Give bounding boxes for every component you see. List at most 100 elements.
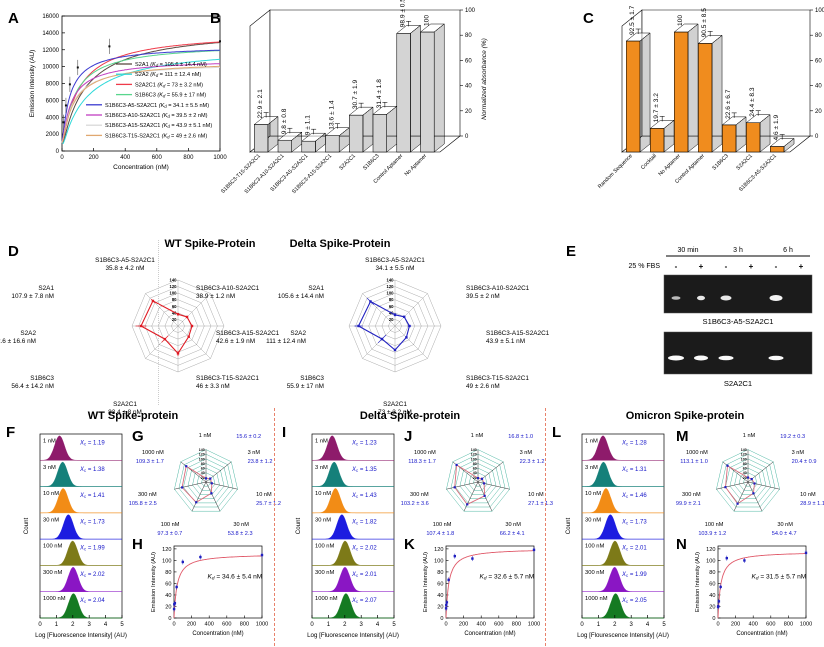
panel-B-chart-value-label: 9.8 ± 0.8 bbox=[281, 108, 288, 134]
panel-F-chart-xc-label: Xc = 2.04 bbox=[79, 598, 105, 604]
panel-I-chart-conc-label: 1000 nM bbox=[315, 596, 338, 602]
panelE-band bbox=[768, 355, 784, 361]
panelA-series-line bbox=[61, 58, 221, 145]
panel-H-chart-xtick: 1000 bbox=[256, 622, 268, 628]
panel-M-labels-axis-value: 99.9 ± 2.1 bbox=[676, 501, 701, 507]
panel-L-chart-xtick: 1 bbox=[597, 622, 601, 628]
panelE-band bbox=[769, 295, 783, 301]
panelD-wt-axis-value: 83.4 ± 8 nM bbox=[108, 409, 142, 416]
panel-M-radar-rtick: 100 bbox=[741, 457, 747, 461]
panel-J-labels-axis-label: 300 nM bbox=[410, 492, 429, 498]
panel-B-chart-bar bbox=[372, 114, 387, 153]
panel-I-chart-xlabel: Log [Fluorescence Intensity] (AU) bbox=[307, 632, 399, 639]
panelD-wt-axis-value: 42.6 ± 1.9 nM bbox=[216, 338, 255, 345]
panel-J-labels-axis-value: 107.4 ± 1.8 bbox=[426, 531, 454, 537]
panelA-xtick: 400 bbox=[120, 155, 131, 161]
panel-K-chart-xtick: 1000 bbox=[528, 622, 540, 628]
panel-I-chart-xc-label: Xc = 2.07 bbox=[351, 598, 377, 604]
panel-K-chart-ytick: 40 bbox=[437, 593, 443, 599]
panel-B-chart-ytick: 60 bbox=[465, 58, 472, 64]
panelD-wt-axis-value: 38.9 ± 1.2 nM bbox=[196, 293, 235, 300]
panel-separator bbox=[274, 408, 275, 646]
panel-C-chart-ytick: 100 bbox=[815, 8, 824, 14]
panelE-sign: - bbox=[675, 262, 678, 271]
panelA-xtick: 1000 bbox=[213, 155, 227, 161]
panel-C-chart-category-label: No Aptamer bbox=[658, 153, 683, 178]
panel-B-chart-ytick: 80 bbox=[465, 33, 472, 39]
panelE-band bbox=[668, 355, 684, 361]
panel-L-chart-xc-label: Xc = 1.28 bbox=[621, 441, 647, 447]
panel-B-chart-value-label: 30.7 ± 1.9 bbox=[352, 80, 359, 110]
panel-J-labels-axis-value: 118.3 ± 1.7 bbox=[408, 459, 436, 465]
panelA-legend-label: S2A1 (Kd = 105.6 ± 14.4 nM) bbox=[135, 62, 207, 68]
panel-L-chart-xc-label: Xc = 2.01 bbox=[621, 546, 647, 552]
panel-L-chart-xc-label: Xc = 1.31 bbox=[621, 467, 647, 473]
panel-B-chart-bar bbox=[301, 140, 316, 153]
panelD-wt-axis-label: S2A2C1 bbox=[113, 401, 137, 408]
panel-C-chart-bar bbox=[674, 31, 689, 153]
panel-L-chart-xc-label: Xc = 2.05 bbox=[621, 598, 647, 604]
panelA-ytick: 16000 bbox=[42, 14, 59, 20]
panel-K-letter: K bbox=[404, 536, 415, 553]
panel-B-chart-ytick: 20 bbox=[465, 109, 472, 115]
panel-B-chart-bar bbox=[396, 33, 411, 153]
panelE-band bbox=[697, 295, 705, 301]
panel-F-chart-conc-label: 300 nM bbox=[43, 570, 63, 576]
panel-N-chart-ytick: 20 bbox=[709, 604, 715, 610]
panel-J-labels-axis-value: 22.3 ± 1.2 bbox=[520, 459, 545, 465]
panelD-delta-axis-value: 39.5 ± 2 nM bbox=[466, 293, 500, 300]
panel-L-chart-xc-label: Xc = 1.99 bbox=[621, 572, 647, 578]
panel-N-chart-xtick: 1000 bbox=[800, 622, 812, 628]
panel-N-chart-xtick: 600 bbox=[766, 622, 775, 628]
panelE-sign: - bbox=[725, 262, 728, 271]
panel-L-chart-xtick: 2 bbox=[613, 622, 617, 628]
panel-F-chart-ylabel: Count bbox=[23, 517, 30, 534]
panel-M-labels-axis-value: 19.2 ± 0.3 bbox=[780, 434, 805, 440]
panelD-delta-axis-label: S2A2 bbox=[290, 330, 306, 337]
panel-L-chart-xtick: 3 bbox=[630, 622, 634, 628]
panel-L-chart-xlabel: Log [Flourescence Intensity] (AU) bbox=[577, 632, 669, 639]
panel-D-delta-title: Delta Spike-Protein bbox=[289, 238, 391, 250]
panelE-band bbox=[718, 355, 734, 361]
panel-G-labels-axis-label: 300 nM bbox=[138, 492, 157, 498]
panel-K-chart-ytick: 100 bbox=[434, 558, 443, 564]
delta-section-title: Delta Spike-protein bbox=[359, 410, 461, 422]
panel-M-labels-axis-value: 113.1 ± 1.0 bbox=[680, 459, 708, 465]
panel-C-chart-value-label: 4.6 ± 1.9 bbox=[773, 115, 780, 141]
panel-J-labels-axis-value: 16.8 ± 1.0 bbox=[508, 434, 533, 440]
panel-H-chart-fit-line bbox=[173, 555, 262, 619]
panel-I-chart-distribution bbox=[311, 488, 395, 514]
panel-I-chart-xtick: 4 bbox=[376, 622, 380, 628]
panel-H-chart-ytick: 120 bbox=[162, 547, 171, 553]
panel-B-chart-value-label: 31.4 ± 1.8 bbox=[376, 79, 383, 109]
panel-M-radar-rtick: 80 bbox=[743, 462, 747, 466]
panel-K-chart-xtick: 400 bbox=[477, 622, 486, 628]
panel-J-radar-rtick: 40 bbox=[473, 471, 477, 475]
panel-J-labels-axis-label: 10 nM bbox=[528, 492, 544, 498]
panel-L-chart-xc-label: Xc = 1.46 bbox=[621, 493, 647, 499]
panel-I-chart-distribution bbox=[311, 514, 395, 540]
panel-F-chart-conc-label: 1 nM bbox=[43, 439, 56, 445]
panel-H-chart-xtick: 0 bbox=[172, 622, 175, 628]
panelD-wt-axis-label: S1B6C3-A15-S2A2C1 bbox=[216, 330, 280, 337]
panel-K-chart-kd-label: Kd = 32.6 ± 5.7 nM bbox=[479, 573, 534, 581]
panel-F-chart-xtick: 5 bbox=[120, 622, 124, 628]
panel-H-chart-ytick: 60 bbox=[165, 581, 171, 587]
panel-K-chart-xtick: 0 bbox=[444, 622, 447, 628]
panel-F-chart-xc-label: Xc = 1.99 bbox=[79, 546, 105, 552]
panelD-delta-axis-label: S1B6C3-A5-S2A2C1 bbox=[365, 257, 425, 264]
panel-M-labels-axis-label: 300 nM bbox=[682, 492, 701, 498]
panel-F-chart-xtick: 4 bbox=[104, 622, 108, 628]
panel-C-chart-bar bbox=[650, 128, 665, 153]
panelD-delta-axis-value: 49 ± 2.6 nM bbox=[466, 383, 500, 390]
panelE-sign: + bbox=[749, 262, 754, 271]
radar-rtick: 20 bbox=[172, 317, 177, 322]
panel-N-chart-ytick: 120 bbox=[706, 547, 715, 553]
panelD-wt-axis-value: 112.6 ± 16.6 nM bbox=[0, 338, 36, 345]
